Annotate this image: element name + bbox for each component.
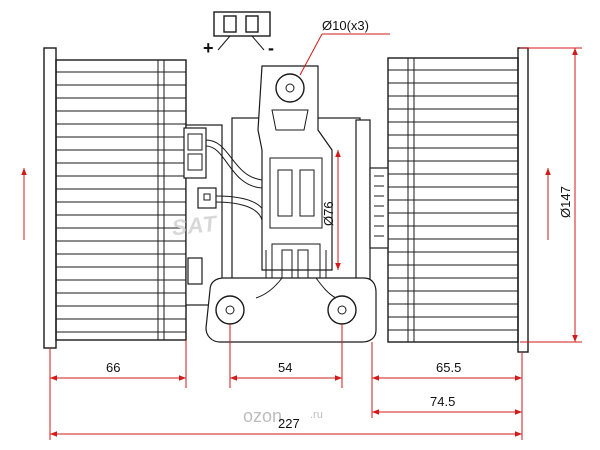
offset-right-label: 74.5 xyxy=(430,394,455,409)
svg-text:ozon: ozon xyxy=(243,406,282,426)
brand-watermark: SAT xyxy=(171,211,219,241)
fan-diameter-label: Ø147 xyxy=(558,186,573,218)
left-fan-wheel xyxy=(43,47,187,349)
hole-spacing-label: 54 xyxy=(278,360,292,375)
dimension-lines: Ø10(x3) Ø76 Ø147 66 54 65.5 74.5 227 xyxy=(21,18,582,440)
top-mount-hole xyxy=(275,73,305,103)
motor-diameter-label: Ø76 xyxy=(321,201,336,226)
svg-text:.ru: .ru xyxy=(310,409,323,421)
site-watermark: ozon .ru xyxy=(243,406,323,426)
left-fan-width-label: 66 xyxy=(106,360,120,375)
right-fan-blades xyxy=(388,69,518,331)
minus-terminal-sign: - xyxy=(268,38,274,58)
right-fan-width-label: 65.5 xyxy=(436,360,461,375)
electrical-connector: + - xyxy=(203,11,274,58)
bottom-mount-plate xyxy=(205,277,377,343)
overall-width-label: 227 xyxy=(278,416,300,431)
plus-terminal-sign: + xyxy=(203,38,214,58)
mount-hole-diameter-label: Ø10(x3) xyxy=(322,18,369,33)
right-fan-wheel xyxy=(387,47,529,353)
left-fan-blades xyxy=(56,71,186,333)
mounting-bracket xyxy=(257,65,333,300)
